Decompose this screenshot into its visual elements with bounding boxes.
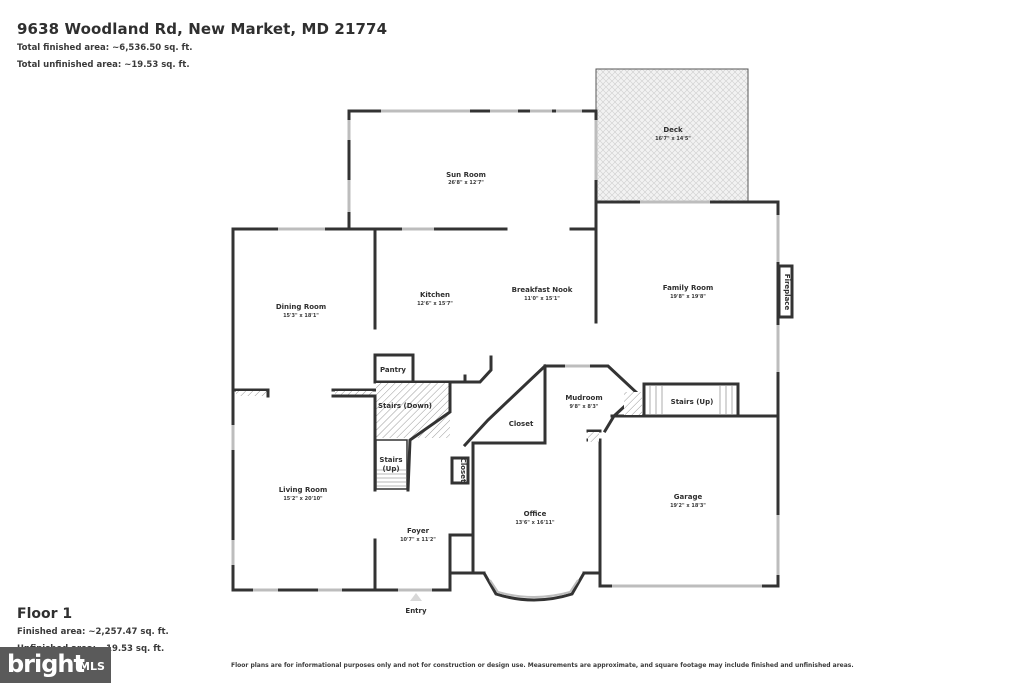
office-name: Office [524,510,547,518]
disclaimer: Floor plans are for informational purpos… [231,662,854,669]
floor-finished-area: Finished area: ~2,257.47 sq. ft. [17,627,169,637]
family-room-dims: 19'8" x 19'8" [670,294,706,300]
entry-marker [410,593,422,601]
garage-dims: 19'2" x 18'3" [670,503,706,509]
address-title: 9638 Woodland Rd, New Market, MD 21774 [17,20,388,38]
fireplace [777,264,794,319]
stairs-up-small-label: Stairs [379,456,402,464]
mudroom-dims: 9'8" x 8'3" [570,404,599,410]
breakfast-nook-name: Breakfast Nook [512,286,573,294]
stairs-down [376,383,450,438]
mudroom-name: Mudroom [565,394,602,402]
kitchen-dims: 12'6" x 15'7" [417,301,453,307]
family-garage-walls [586,200,794,588]
deck-name: Deck [663,126,683,134]
office-dims: 13'6" x 16'11" [515,520,555,526]
logo-sub: MLS [79,660,105,673]
garage-name: Garage [674,493,703,501]
fireplace-label: Fireplace [783,274,791,311]
foyer-dims: 10'7" x 11'2" [400,537,436,543]
breakfast-nook-dims: 11'0" x 15'1" [524,296,560,302]
dining-room-dims: 15'3" x 18'1" [283,313,319,319]
living-room-name: Living Room [279,486,328,494]
outer-walls [231,227,598,592]
logo-word: bright [7,650,85,678]
kitchen-name: Kitchen [420,291,450,299]
living-room-dims: 15'2" x 20'10" [283,496,323,502]
office-bay-window [482,572,586,602]
closet-2-label: Closet [459,458,467,483]
sun-room-dims: 26'8" x 12'7" [448,180,484,186]
deck-area [595,68,749,203]
family-room-name: Family Room [663,284,714,292]
total-finished-area: Total finished area: ~6,536.50 sq. ft. [17,43,193,53]
total-unfinished-area: Total unfinished area: ~19.53 sq. ft. [17,60,190,70]
floor-title: Floor 1 [17,606,73,622]
closet-1-label: Closet [509,420,534,428]
closet-2-box [450,456,470,485]
deck-dims: 16'7" x 14'5" [655,136,691,142]
bright-mls-logo: bright MLS [0,647,111,683]
sun-room-walls [347,109,598,231]
stairs-up-family-label: Stairs (Up) [671,398,714,406]
stairs-up-small-label-2: (Up) [382,465,399,473]
stairs-up-small [375,439,408,490]
interior-walls [231,227,740,602]
dining-room-name: Dining Room [276,303,326,311]
foyer-name: Foyer [407,527,430,535]
sun-room-name: Sun Room [446,171,486,179]
entry-label: Entry [405,607,427,615]
stairs-down-label: Stairs (Down) [378,402,432,410]
pantry-label: Pantry [380,366,406,374]
